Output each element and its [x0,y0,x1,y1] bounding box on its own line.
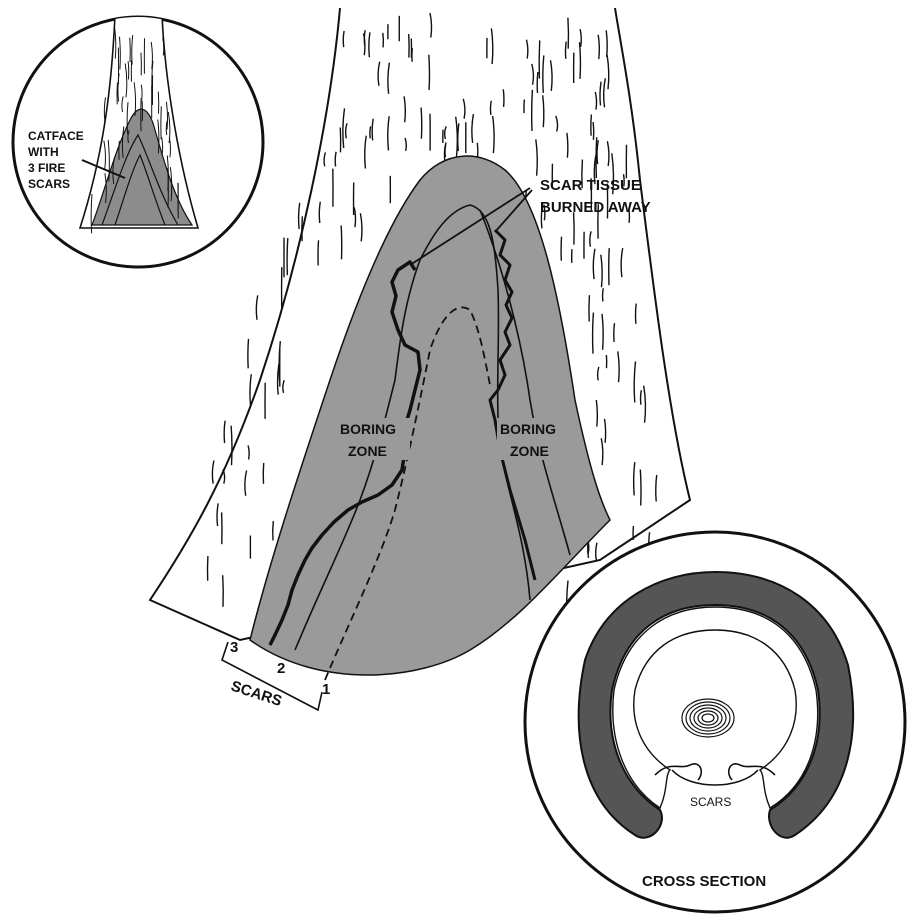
scars-main-label: SCARS [229,678,284,710]
scar-number-3: 3 [230,639,238,656]
bark-stroke [593,122,594,140]
boring-zone-right-line2: ZONE [510,443,549,459]
inset-cross-section: SCARS CROSS SECTION [525,532,905,912]
boring-zone-left-line2: ZONE [348,443,387,459]
catface-label-line4: SCARS [28,177,70,191]
catface-label-line3: 3 FIRE [28,161,65,175]
bark-stroke [299,203,300,229]
bark-stroke [421,108,422,139]
bark-stroke [370,126,371,138]
bark-stroke [640,470,641,506]
inset-catface: CATFACE WITH 3 FIRE SCARS [13,15,263,267]
bark-stroke [429,55,430,90]
bark-stroke [574,212,575,244]
bark-stroke [224,421,225,443]
bark-stroke [593,313,594,354]
bark-stroke [641,390,642,404]
bark-stroke [287,238,288,275]
scar-number-2: 2 [277,660,285,677]
bark-stroke [568,18,569,49]
bark-stroke [248,339,249,368]
bark-stroke [490,101,491,115]
bark-stroke [477,143,478,158]
bark-stroke [565,42,566,59]
bark-stroke [383,33,384,48]
boring-zone-left-line1: BORING [340,421,396,437]
boring-zone-right-line1: BORING [500,421,556,437]
bark-stroke [231,426,232,466]
bark-stroke [614,323,615,342]
scar-number-1: 1 [322,681,330,698]
bark-stroke [364,30,365,45]
bark-stroke [503,89,504,107]
cross-section-scars-label: SCARS [690,795,731,809]
bark-stroke [636,304,637,324]
catface-label-line2: WITH [28,145,59,159]
bark-stroke [537,72,538,93]
scar-tissue-label-line2: BURNED AWAY [540,199,651,216]
bark-stroke [539,40,540,78]
scar-tissue-label-line1: SCAR TISSUE [540,177,641,194]
bark-stroke [256,295,257,319]
bark-stroke [223,575,224,607]
bark-stroke [591,115,592,136]
catface-label-line1: CATFACE [28,129,84,143]
bark-stroke [212,461,214,484]
bark-stroke [273,521,274,541]
cross-section-title: CROSS SECTION [642,873,766,890]
bark-stroke [532,90,533,131]
bark-stroke [341,226,342,260]
bark-stroke [603,288,604,301]
